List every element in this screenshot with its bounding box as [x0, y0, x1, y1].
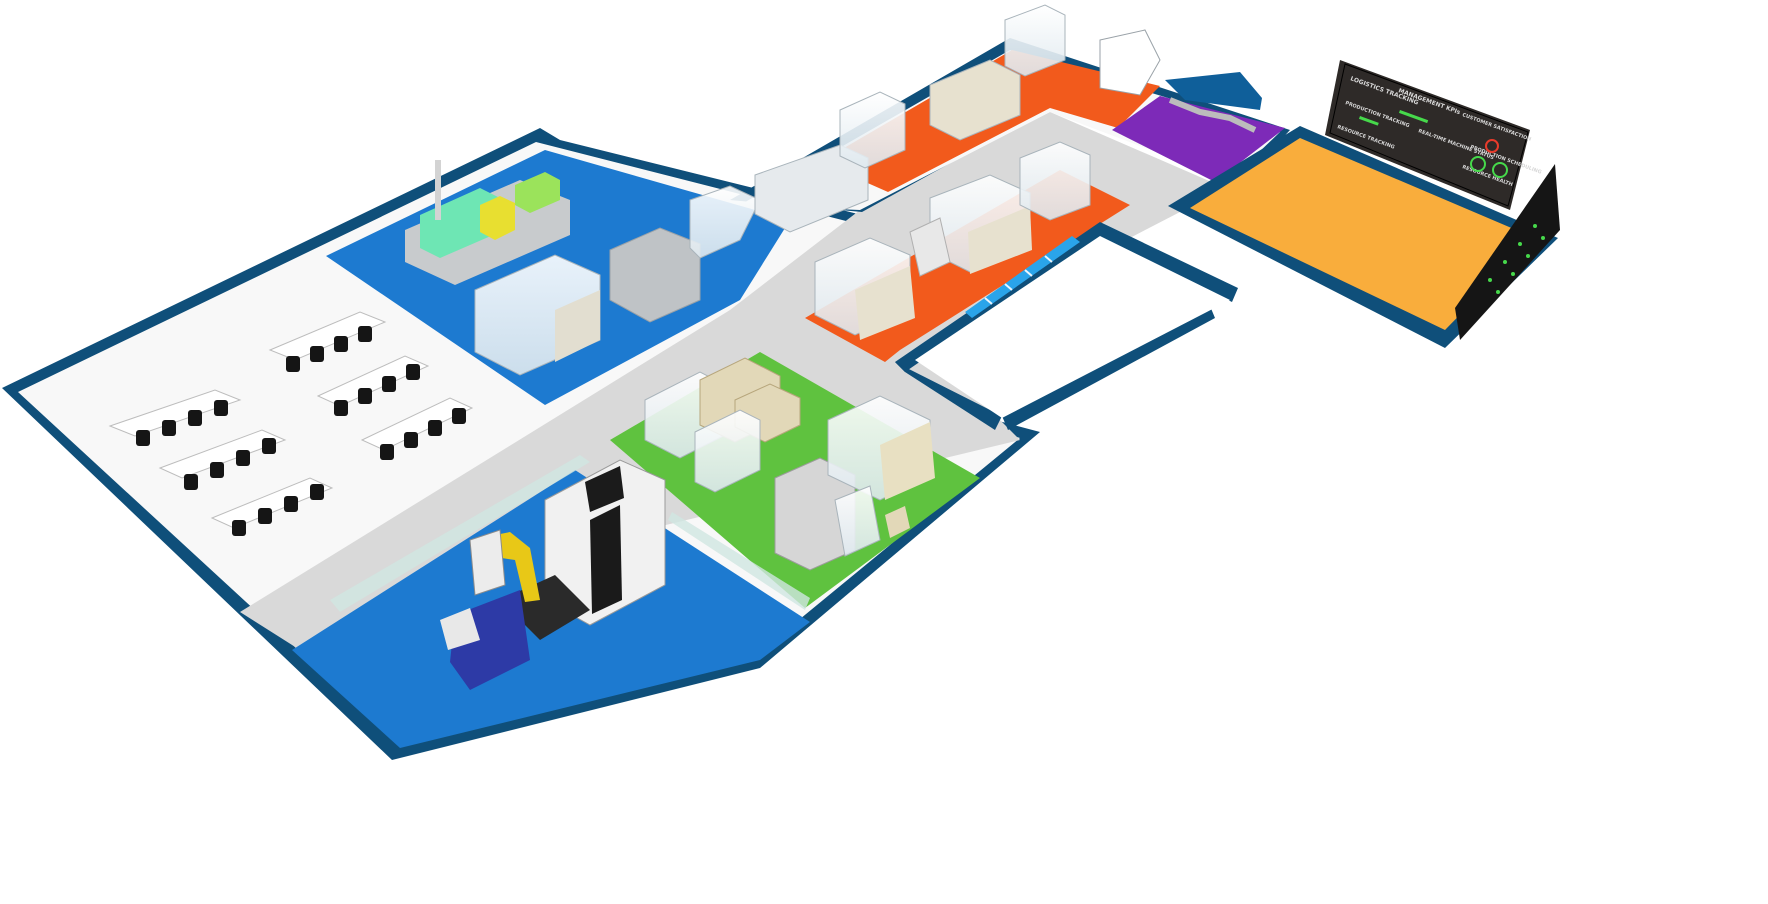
- orange-zone-machines: [814, 141, 1091, 340]
- orange-north-machines: [839, 4, 1161, 169]
- side-display-panel: [1455, 164, 1560, 340]
- kpi-ring: [1492, 162, 1508, 178]
- workbench: [1099, 29, 1161, 96]
- kpi-ring: [1470, 156, 1486, 172]
- injection-molding-machine: [405, 160, 570, 285]
- purple-conveyor-line: [1165, 72, 1262, 133]
- desk-row: [108, 311, 474, 529]
- zone-purple: [1112, 96, 1285, 182]
- zone-yellow: [1168, 126, 1558, 348]
- green-zone-machines: [644, 357, 935, 571]
- chair-cluster: [136, 326, 466, 536]
- glass-railing: [330, 455, 590, 612]
- dashboard-screen: LOGISTICS TRACKING MANAGEMENT KPIs PRODU…: [1325, 60, 1542, 210]
- kpi-ring: [1485, 139, 1499, 153]
- blue-conveyor-windows: [965, 236, 1080, 318]
- courtyard-walls: [895, 222, 1238, 430]
- robot-cell: [440, 459, 666, 690]
- workstation-desks: [108, 311, 474, 529]
- cnc-top-unit: [585, 466, 624, 512]
- glass-assembly-cells: [474, 144, 869, 376]
- office-chairs: [136, 326, 466, 536]
